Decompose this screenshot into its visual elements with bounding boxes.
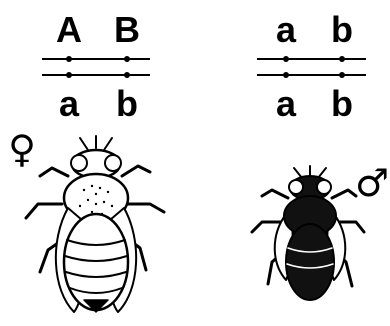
female-locus-b-bottom	[124, 72, 130, 78]
male-locus-b-bottom	[339, 72, 345, 78]
female-bottom-allele-2: b	[116, 83, 138, 124]
female-locus-b-top	[124, 56, 130, 62]
female-genotype: A B a b	[42, 9, 150, 124]
female-top-allele-1: A	[56, 9, 82, 50]
female-top-allele-2: B	[114, 9, 140, 50]
male-locus-a-bottom	[283, 72, 289, 78]
female-locus-a-bottom	[66, 72, 72, 78]
female-symbol-icon: ♀	[8, 127, 36, 171]
female-fly-icon	[26, 136, 164, 312]
male-bottom-allele-2: b	[331, 83, 353, 124]
male-top-allele-1: a	[276, 9, 297, 50]
female-locus-a-top	[66, 56, 72, 62]
male-top-allele-2: b	[331, 9, 353, 50]
male-locus-b-top	[339, 56, 345, 62]
female-bottom-allele-1: a	[59, 83, 80, 124]
male-genotype: a b a b	[257, 9, 366, 124]
male-symbol-icon: ♂	[355, 161, 389, 205]
male-fly-icon	[252, 166, 364, 300]
male-bottom-allele-1: a	[276, 83, 297, 124]
male-locus-a-top	[283, 56, 289, 62]
